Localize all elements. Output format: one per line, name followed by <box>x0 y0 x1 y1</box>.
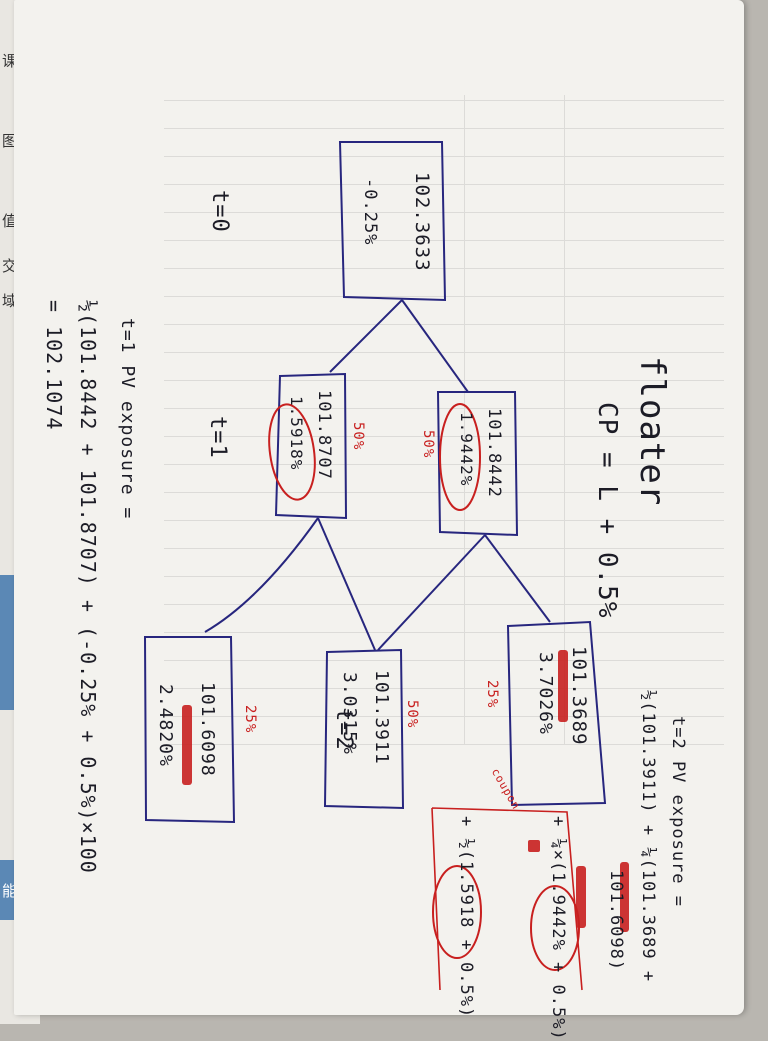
node-t1-down-rate: 1.5918% <box>287 396 306 471</box>
title-floater: floater <box>632 356 672 507</box>
node-t2-up-prob: 25% <box>484 680 500 709</box>
node-t2-up-price: 101.3689 <box>568 646 590 746</box>
branch-t1up-up <box>484 534 551 623</box>
exposure-t1-result: = 102.1074 <box>42 300 66 431</box>
node-t1-up-rate: 1.9442% <box>457 412 476 487</box>
node-t2-up-rate: 3.7026% <box>535 652 556 735</box>
node-t1-down-price: 101.8707 <box>314 390 334 480</box>
node-box-t1-up <box>436 391 519 537</box>
coupon-bracket <box>431 807 583 991</box>
node-box-t1-down <box>274 372 348 520</box>
red-marker-exposure-101-3689 <box>620 862 629 932</box>
underlying-char: 值 <box>2 212 18 230</box>
exposure-t2-heading: t=2 PV exposure = <box>668 716 688 907</box>
underlying-char: 图 <box>2 132 18 150</box>
underlying-char: 域 <box>2 292 18 310</box>
node-t0-price: 102.3633 <box>411 172 433 272</box>
cp-formula: CP = L + 0.5% <box>592 402 622 619</box>
node-t0-rate: -0.25% <box>360 178 380 246</box>
branch-t1down-down <box>204 517 319 633</box>
underlying-char: 能 <box>2 882 18 900</box>
red-marker-exposure-101-6098 <box>576 866 586 928</box>
exposure-t2-formula: ½(101.3911) + ¼(101.3689 + <box>638 690 658 983</box>
underlying-blue-strip-2 <box>0 860 16 920</box>
underlying-char: 课 <box>2 52 18 70</box>
branch-t0-up <box>401 299 469 393</box>
node-t1-down-prob: 50% <box>350 422 366 451</box>
highlight-circle-1-9442 <box>439 403 481 511</box>
notebook-page <box>14 0 744 1015</box>
coupon-term-2: + ½(1.5918 + 0.5%) <box>456 816 476 1019</box>
tree-branches <box>204 299 551 651</box>
exposure-t2-formula-cont: 101.6098) <box>606 870 626 972</box>
node-t2-down-prob: 25% <box>242 705 258 734</box>
red-marker-101-6098 <box>182 705 192 785</box>
node-t2-down-rate: 2.4820% <box>155 684 176 767</box>
branch-t1up-mid <box>377 534 486 651</box>
branch-t1down-mid <box>317 517 376 651</box>
node-t1-up-price: 101.8442 <box>484 408 504 498</box>
node-t2-mid-prob: 50% <box>404 700 420 729</box>
label-t0: t=0 <box>207 190 232 233</box>
node-t2-down-price: 101.6098 <box>197 682 218 777</box>
underlying-char: 交 <box>2 257 18 275</box>
exposure-t1-formula: ½(101.8442 + 101.8707) + (-0.25% + 0.5%)… <box>76 300 100 874</box>
red-marker-quarter <box>528 840 540 852</box>
highlight-circle-coupon-1-5918 <box>432 865 482 959</box>
node-t2-mid-rate: 3.0315% <box>339 672 360 755</box>
node-box-t0 <box>338 141 447 302</box>
branch-t0-down <box>329 299 403 373</box>
highlight-circle-1-5918 <box>268 403 316 501</box>
coupon-term-1: + ¼×(1.9442% + 0.5%) <box>548 816 568 1041</box>
node-t1-up-prob: 50% <box>420 430 436 459</box>
node-t2-mid-price: 101.3911 <box>371 670 392 765</box>
node-box-t2-down <box>143 636 236 824</box>
label-t1: t=1 <box>205 416 230 459</box>
red-marker-101-3689 <box>558 650 568 722</box>
underlying-blue-strip <box>0 575 16 710</box>
node-box-t2-up <box>506 620 607 807</box>
exposure-t1-heading: t=1 PV exposure = <box>117 318 138 520</box>
node-box-t2-mid <box>323 648 405 810</box>
